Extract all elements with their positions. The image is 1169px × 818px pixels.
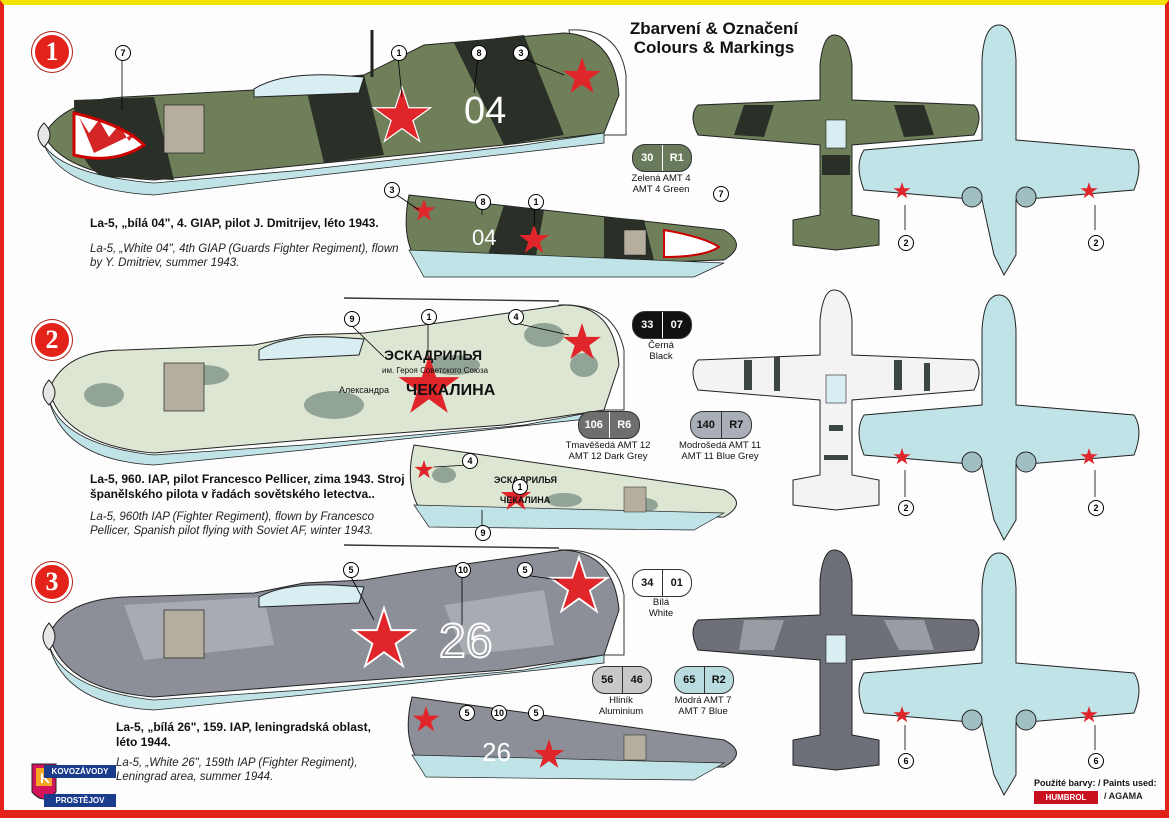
callout-9-small: 9 [475,525,491,541]
scheme-2-caption-en-2: Pellicer, Spanish pilot flying with Sovi… [90,525,374,537]
scheme-2-side-view: ЭСКАДРИЛЬЯ им. Героя Советского Союза Ал… [42,297,625,466]
callout-4-small: 4 [462,453,478,469]
callout-8: 8 [471,45,487,61]
callout-6-a: 6 [898,753,914,769]
paint-label-black-1: Černá [648,340,674,351]
paint-label-black-2: Black [649,351,673,362]
scheme-2-small-side-view: ЭСКАДРИЛЬЯ ЧЕКАЛИНА [409,444,737,531]
scheme-1-top-view [692,34,980,251]
paint-label-dark-grey-1: Tmavěšedá AMT 12 [565,440,651,451]
paint-label-aluminium-1: Hliník [609,695,633,706]
scheme-2-caption-cz-1: La-5, 960. IAP, pilot Francesco Pellicer… [90,472,405,486]
paint-label-aluminium-2: Aluminium [598,706,644,717]
scheme-3-small-number: 26 [482,737,511,767]
callout-3: 3 [513,45,529,61]
callout-1-s2: 1 [421,309,437,325]
logo-line-1: KOVOZÁVODY [44,765,116,778]
callout-8-small: 8 [475,194,491,210]
scheme-3-caption-en-2: Leningrad area, summer 1944. [116,771,274,783]
agama-logo: / AGAMA [1104,791,1143,801]
scheme-3-tail-number: 26 [439,615,492,668]
callout-7: 7 [115,45,131,61]
scheme-3-badge: 3 [32,562,72,602]
scheme-3-caption-cz-2: léto 1944. [116,735,171,749]
kovozavody-logo: K KOVOZÁVODY PROSTĚJOV [18,762,118,810]
callout-2-b: 2 [1088,235,1104,251]
callout-5-a: 5 [343,562,359,578]
title-cz: Zbarvení & Označení [629,19,799,38]
scheme-1-tail-number: 04 [464,90,506,132]
scheme-3-side-view: 26 [42,545,625,711]
callout-5-d: 5 [528,705,544,721]
scheme-3-top-view [692,549,980,771]
scheme-3-small-side-view: 26 [407,696,737,781]
scheme-2-top-view [692,289,980,511]
paint-label-green-2: AMT 4 Green [632,184,690,195]
callout-2-d: 2 [1088,500,1104,516]
humbrol-logo: HUMBROL [1034,791,1098,804]
callout-2-c: 2 [898,500,914,516]
callout-7-paint: 7 [713,186,729,202]
scheme-2-inscription-1: ЭСКАДРИЛЬЯ [384,347,482,363]
title-en: Colours & Markings [633,38,795,57]
paint-label-white-2: White [648,608,674,619]
paint-label-blue-grey-2: AMT 11 Blue Grey [681,451,759,462]
callout-1-small: 1 [528,194,544,210]
callout-5-c: 5 [459,705,475,721]
scheme-3-bottom-view [858,552,1140,797]
callout-9: 9 [344,311,360,327]
scheme-2-badge: 2 [32,320,72,360]
scheme-1-bottom-view [858,24,1140,277]
paint-label-blue-2: AMT 7 Blue [678,706,728,717]
scheme-2-small-inscription-1: ЭСКАДРИЛЬЯ [494,475,557,485]
scheme-1-caption-en-2: by Y. Dmitriev, summer 1943. [90,257,240,269]
scheme-1-small-side-view: 04 [405,194,737,278]
scheme-3-caption-en-1: La-5, „White 26", 159th IAP (Fighter Reg… [116,757,358,769]
scheme-1-caption-cz: La-5, „bílá 04", 4. GIAP, pilot J. Dmitr… [90,216,379,230]
scheme-3-caption-cz-1: La-5, „bílá 26", 159. IAP, leningradská … [116,720,371,734]
paints-used-label: Použité barvy: / Paints used: [1034,778,1157,788]
paint-label-green-1: Zelená AMT 4 [631,173,691,184]
scheme-2-bottom-view [858,294,1140,542]
paint-label-blue-grey-1: Modrošedá AMT 11 [678,440,762,451]
callout-1: 1 [391,45,407,61]
callout-10-small: 10 [491,705,507,721]
callout-2-a: 2 [898,235,914,251]
scheme-1-badge: 1 [32,32,72,72]
paint-label-dark-grey-2: AMT 12 Dark Grey [568,451,648,462]
callout-5-b: 5 [517,562,533,578]
scheme-1-side-view: 04 [37,29,627,196]
scheme-2-small-inscription-4: ЧЕКАЛИНА [500,495,551,505]
callout-leaders [121,56,1096,750]
callout-10: 10 [455,562,471,578]
callout-3-small: 3 [384,182,400,198]
scheme-2-caption-en-1: La-5, 960th IAP (Fighter Regiment), flow… [90,511,375,523]
callout-4: 4 [508,309,524,325]
callout-1-s2-small: 1 [512,479,528,495]
scheme-2-inscription-2: им. Героя Советского Союза [382,366,489,375]
scheme-2-inscription-4: ЧЕКАЛИНА [406,382,496,399]
svg-text:K: K [40,770,50,786]
artwork: 04 04 [37,24,1140,797]
scheme-1-small-number: 04 [472,225,496,250]
logo-line-2: PROSTĚJOV [44,794,116,807]
paint-label-blue-1: Modrá AMT 7 [674,695,732,706]
paint-label-white-1: Bílá [652,597,670,608]
scheme-1-caption-en-1: La-5, „White 04", 4th GIAP (Guards Fight… [90,243,399,255]
scheme-2-caption-cz-2: španělského pilota v řadách sovětského l… [90,487,375,501]
callout-6-b: 6 [1088,753,1104,769]
scheme-2-inscription-3: Александра [339,385,389,395]
